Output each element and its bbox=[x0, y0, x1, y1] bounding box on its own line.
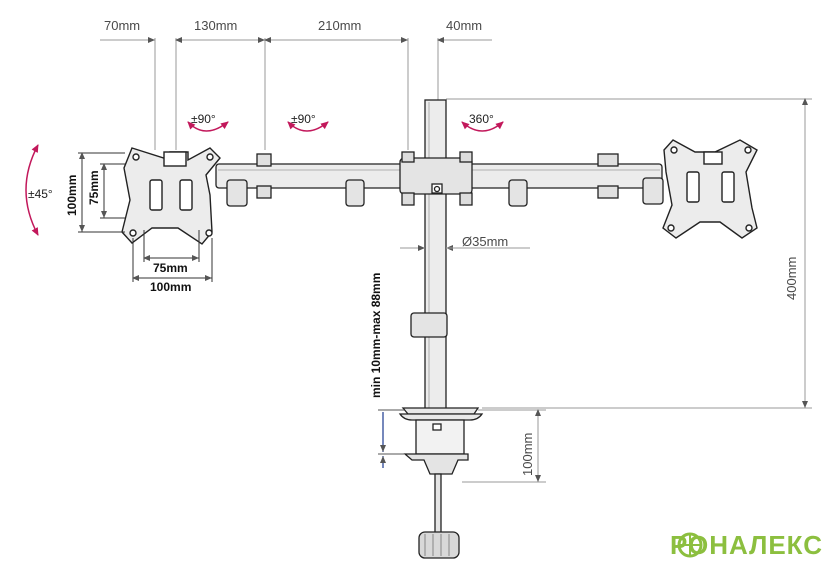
tilt-arrow-icon bbox=[25, 144, 39, 236]
dim-pole-diameter: Ø35mm bbox=[462, 234, 508, 249]
dim-400mm: 400mm bbox=[784, 257, 799, 300]
swivel-label-2: ±90° bbox=[291, 112, 316, 126]
dim-clamp-100mm: 100mm bbox=[520, 433, 535, 476]
swivel-label-1: ±90° bbox=[191, 112, 216, 126]
pole bbox=[410, 99, 448, 411]
rotation-360-label: 360° bbox=[469, 112, 494, 126]
brand-logo: РОНАЛЕКС bbox=[670, 530, 823, 560]
dim-vesa-100-vertical: 100mm bbox=[65, 175, 79, 216]
dim-210mm: 210mm bbox=[318, 18, 361, 33]
right-arm bbox=[445, 153, 664, 207]
height-dimension bbox=[446, 98, 812, 409]
swivel-arrow-icon-1 bbox=[187, 121, 229, 132]
left-arm bbox=[215, 153, 413, 207]
dim-vesa-100-horizontal: 100mm bbox=[150, 280, 191, 294]
top-dimension-lines bbox=[100, 37, 492, 150]
center-hub bbox=[399, 151, 473, 206]
dim-vesa-75-horizontal: 75mm bbox=[153, 261, 188, 275]
rotation-360-arrow-icon bbox=[461, 121, 504, 132]
tilt-label: ±45° bbox=[28, 187, 53, 201]
dim-40mm: 40mm bbox=[446, 18, 482, 33]
dim-clamp-range: min 10mm-max 88mm bbox=[369, 273, 383, 398]
dim-130mm: 130mm bbox=[194, 18, 237, 33]
clamp-range-dim bbox=[378, 409, 404, 468]
brand-logo-text: РОНАЛЕКС bbox=[670, 530, 823, 560]
desk-clamp bbox=[398, 407, 484, 559]
swivel-arrow-icon-2 bbox=[287, 121, 329, 132]
left-vesa-plate bbox=[121, 147, 221, 245]
vesa-dimension-lines bbox=[78, 152, 213, 282]
clamp-height-dim bbox=[462, 409, 546, 483]
dim-vesa-75-vertical: 75mm bbox=[87, 170, 101, 205]
right-vesa-plate bbox=[662, 139, 758, 239]
dim-70mm: 70mm bbox=[104, 18, 140, 33]
